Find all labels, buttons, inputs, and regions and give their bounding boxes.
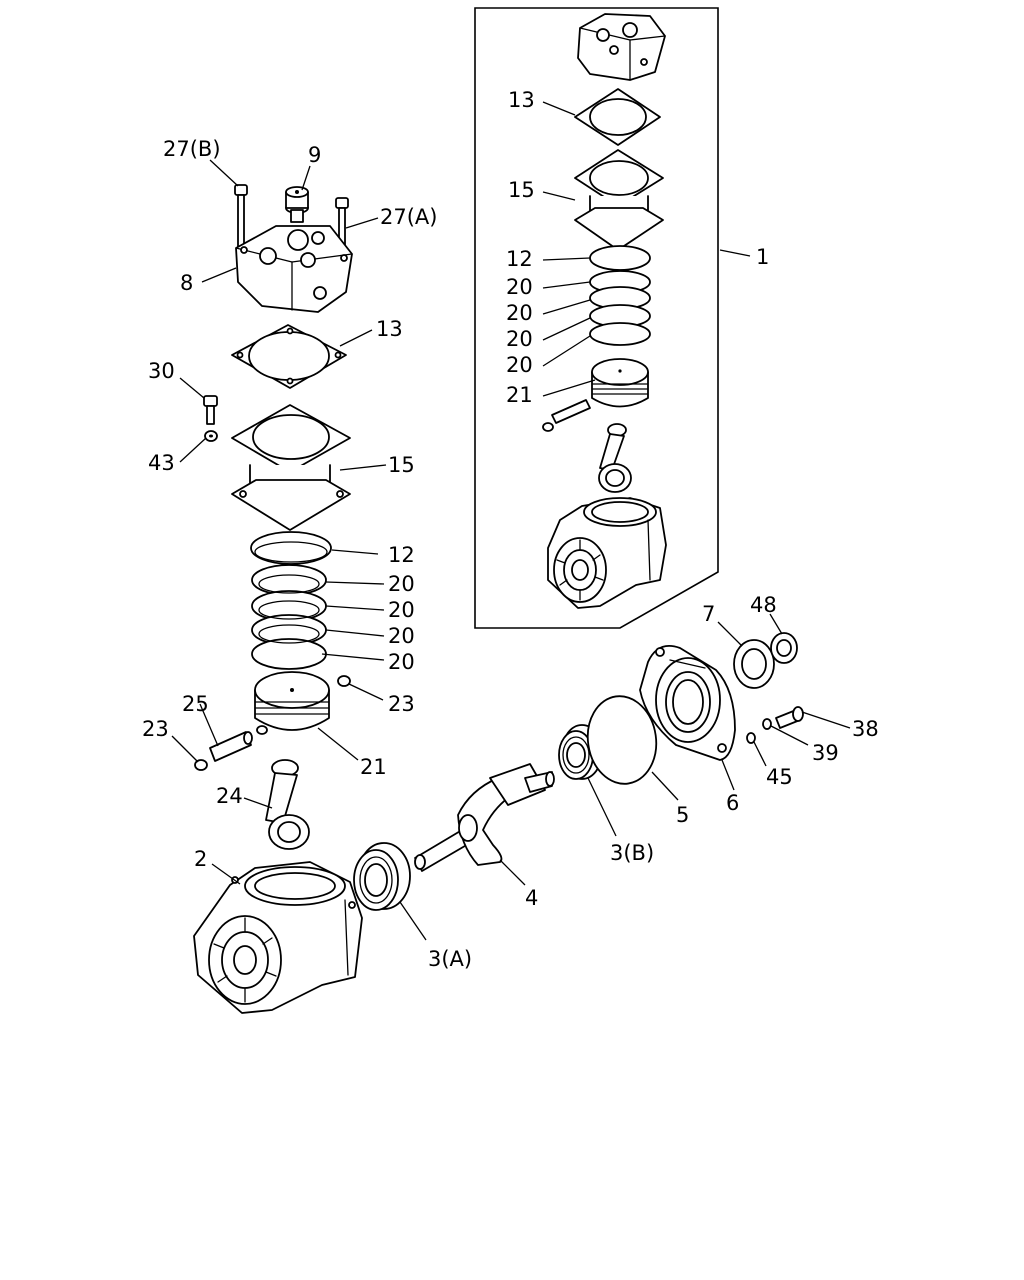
cylinder-head [235, 225, 353, 313]
label-39: 39 [812, 741, 839, 765]
label-20-a: 20 [388, 572, 415, 596]
label-20-kit-c: 20 [506, 327, 533, 351]
label-43: 43 [148, 451, 175, 475]
kit-o-ring [589, 245, 651, 271]
label-25: 25 [182, 692, 209, 716]
label-24: 24 [216, 784, 243, 808]
bearing-3a [353, 842, 411, 911]
label-20-kit-a: 20 [506, 275, 533, 299]
label-21: 21 [360, 755, 387, 779]
ring-48 [770, 632, 798, 664]
callout-labels: 1 13 15 12 20 20 20 20 21 27(B) 9 27(A) … [142, 88, 879, 971]
kit-piston-rings [589, 270, 651, 346]
assembly-kit-box [474, 7, 719, 629]
label-2: 2 [194, 847, 207, 871]
label-27a: 27(A) [380, 205, 437, 229]
label-12: 12 [388, 543, 415, 567]
kit-piston [591, 358, 649, 408]
label-3b: 3(B) [610, 841, 654, 865]
label-20-b: 20 [388, 598, 415, 622]
label-15: 15 [388, 453, 415, 477]
washer-45 [746, 732, 756, 744]
label-6: 6 [726, 791, 739, 815]
seal-7 [733, 639, 775, 689]
plug-9 [285, 186, 309, 223]
crankshaft [414, 763, 555, 872]
leader-lines [171, 101, 851, 941]
label-21-kit: 21 [506, 383, 533, 407]
kit-gasket [574, 88, 661, 146]
label-9: 9 [308, 143, 321, 167]
kit-piston-pin [542, 399, 591, 432]
kit-connecting-rod [598, 423, 632, 493]
washer-43 [204, 430, 218, 442]
connecting-rod [265, 759, 310, 850]
label-45: 45 [766, 765, 793, 789]
washer-39 [762, 718, 772, 730]
label-13: 13 [376, 317, 403, 341]
label-4: 4 [525, 886, 538, 910]
label-12-kit: 12 [506, 247, 533, 271]
label-13-kit: 13 [508, 88, 535, 112]
o-ring [250, 531, 332, 565]
clip-right [337, 675, 351, 687]
label-23-left: 23 [142, 717, 169, 741]
label-48: 48 [750, 593, 777, 617]
label-5: 5 [676, 803, 689, 827]
label-38: 38 [852, 717, 879, 741]
label-15-kit: 15 [508, 178, 535, 202]
bolt-27b [234, 184, 248, 248]
label-23-right: 23 [388, 692, 415, 716]
bolt-30 [203, 395, 218, 425]
kit-crankcase [547, 497, 667, 609]
crankcase [193, 861, 363, 1014]
end-cover [639, 644, 736, 761]
piston [254, 671, 330, 735]
clip-left [194, 759, 208, 771]
bolt-38 [775, 706, 804, 729]
gasket [231, 324, 347, 389]
label-1: 1 [756, 245, 769, 269]
label-20-d: 20 [388, 650, 415, 674]
label-7: 7 [702, 602, 715, 626]
label-30: 30 [148, 359, 175, 383]
kit-cylinder [574, 149, 664, 251]
label-20-kit-b: 20 [506, 301, 533, 325]
piston-rings [251, 564, 327, 670]
label-27b: 27(B) [163, 137, 221, 161]
label-20-kit-d: 20 [506, 353, 533, 377]
piston-pin [209, 731, 253, 762]
label-20-c: 20 [388, 624, 415, 648]
cylinder [231, 404, 351, 531]
label-8: 8 [180, 271, 193, 295]
kit-cylinder-head [577, 13, 666, 81]
o-ring-5 [586, 695, 658, 785]
label-3a: 3(A) [428, 947, 472, 971]
